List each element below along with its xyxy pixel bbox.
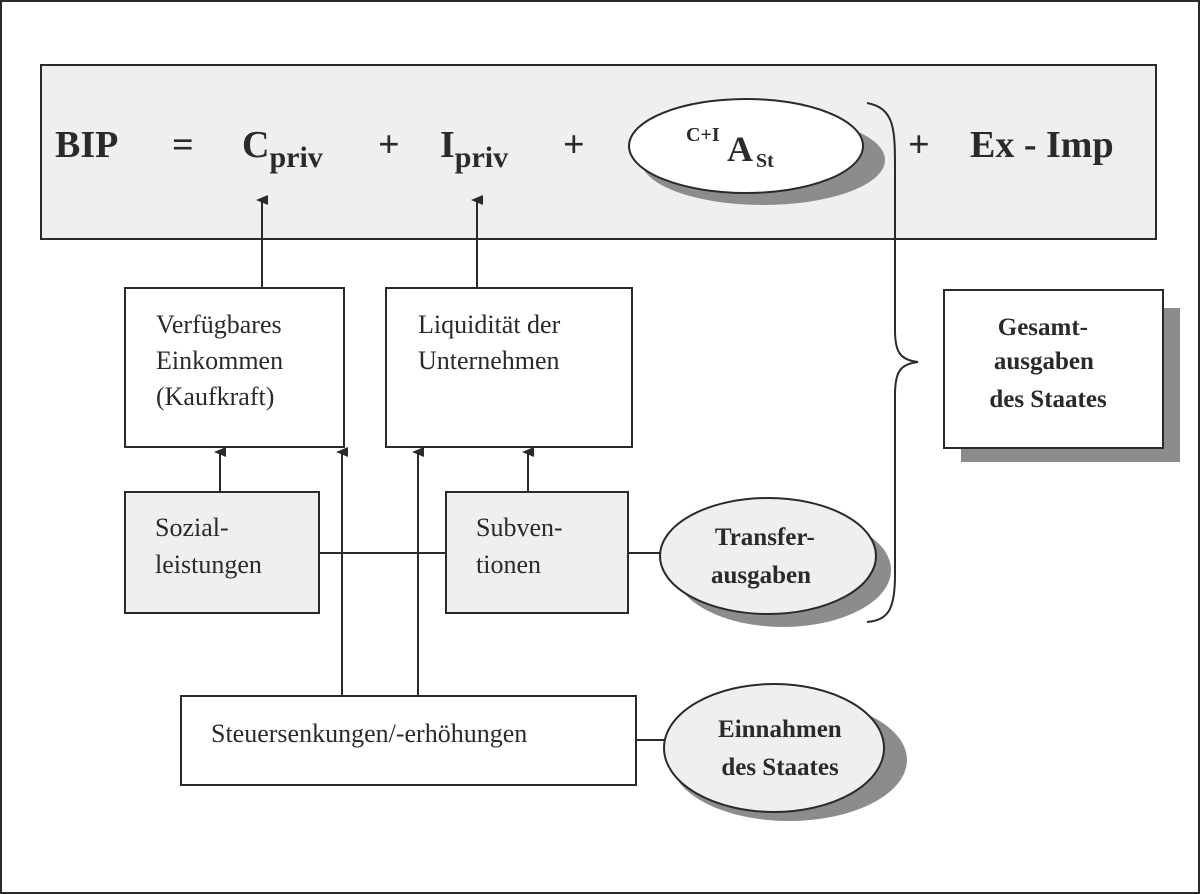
ex-imp-term: Ex - Imp bbox=[970, 124, 1114, 166]
liquiditaet-box bbox=[385, 287, 633, 448]
einnahmen-line-1: Einnahmen bbox=[718, 716, 842, 743]
i-priv-term: Ipriv bbox=[440, 124, 508, 174]
steuer-box bbox=[180, 695, 637, 786]
gesamt-line-2: ausgaben bbox=[994, 348, 1094, 375]
equation-panel bbox=[40, 64, 1157, 240]
ast-base: A bbox=[727, 129, 753, 169]
einnahmen-text: Einnahmen des Staates bbox=[718, 716, 848, 781]
verfuegbar-line-2: Einkommen bbox=[156, 346, 283, 375]
c-priv-term: Cpriv bbox=[242, 124, 323, 174]
transfer-line-2: ausgaben bbox=[711, 562, 811, 589]
gesamt-text: Gesamt- ausgaben des Staates bbox=[989, 314, 1107, 413]
subventionen-text: Subven- tionen bbox=[476, 513, 569, 579]
einnahmen-ellipse bbox=[663, 683, 885, 813]
liquiditaet-line-2: Unternehmen bbox=[418, 346, 560, 375]
gesamt-line-3: des Staates bbox=[989, 386, 1107, 413]
verfuegbar-line-3: (Kaufkraft) bbox=[156, 382, 274, 411]
plus-sign-3: + bbox=[908, 124, 930, 166]
c-base: C bbox=[242, 124, 269, 166]
plus-sign-2: + bbox=[563, 124, 585, 166]
transfer-text: Transfer- ausgaben bbox=[711, 524, 821, 589]
bip-label: BIP bbox=[55, 124, 118, 166]
sozial-text: Sozial- leistungen bbox=[155, 513, 262, 579]
transfer-ellipse bbox=[659, 497, 877, 615]
subventionen-line-1: Subven- bbox=[476, 513, 563, 542]
subventionen-line-2: tionen bbox=[476, 550, 541, 579]
equals-sign: = bbox=[172, 124, 194, 166]
liquiditaet-text: Liquidität der Unternehmen bbox=[418, 310, 567, 375]
i-sub: priv bbox=[455, 141, 508, 174]
transfer-line-1: Transfer- bbox=[715, 524, 815, 551]
gesamt-box bbox=[943, 289, 1164, 449]
subventionen-box bbox=[445, 491, 629, 614]
einnahmen-line-2: des Staates bbox=[721, 754, 839, 781]
sozial-line-2: leistungen bbox=[155, 550, 262, 579]
equation: BIP = Cpriv + Ipriv + + Ex - Imp bbox=[55, 124, 1114, 174]
verfuegbar-line-1: Verfügbares bbox=[156, 310, 282, 339]
ast-sub: St bbox=[756, 150, 774, 172]
verfuegbar-text: Verfügbares Einkommen (Kaufkraft) bbox=[156, 310, 290, 411]
ast-sup: C+I bbox=[686, 124, 720, 146]
c-sub: priv bbox=[269, 141, 322, 174]
sozial-line-1: Sozial- bbox=[155, 513, 229, 542]
liquiditaet-line-1: Liquidität der bbox=[418, 310, 561, 339]
i-base: I bbox=[440, 124, 455, 166]
plus-sign-1: + bbox=[378, 124, 400, 166]
steuer-text: Steuersenkungen/-erhöhungen bbox=[211, 719, 527, 748]
curly-brace bbox=[866, 102, 919, 623]
gesamt-line-1: Gesamt- bbox=[998, 314, 1088, 341]
ast-ellipse bbox=[628, 98, 864, 194]
verfuegbar-box bbox=[124, 287, 345, 448]
sozial-box bbox=[124, 491, 320, 614]
